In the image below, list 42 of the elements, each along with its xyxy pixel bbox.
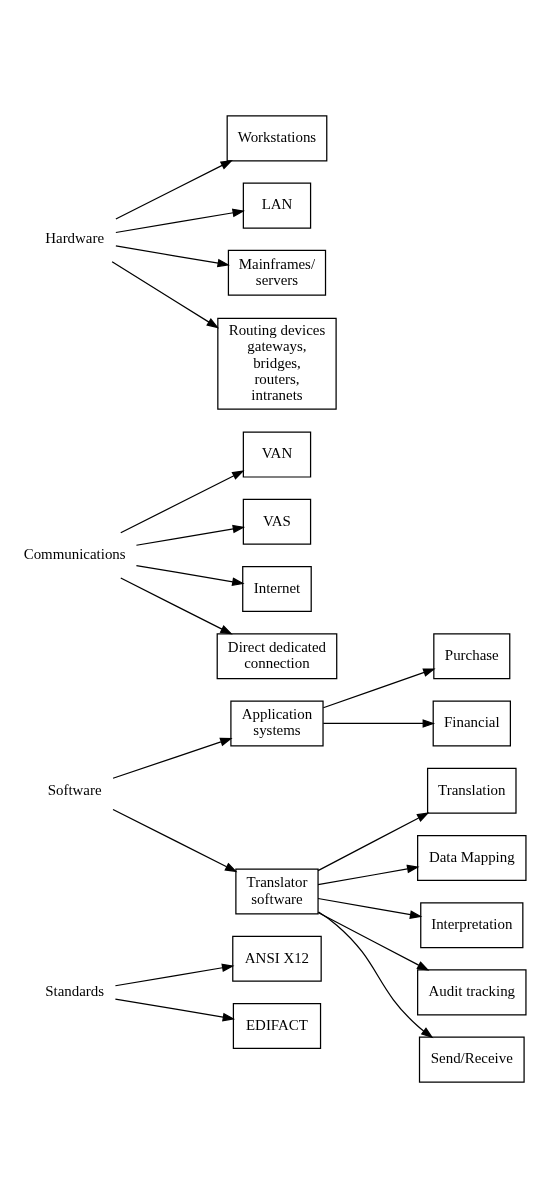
node-box: EDIFACT xyxy=(232,1002,322,1049)
arrow xyxy=(120,469,245,533)
arrow xyxy=(317,864,420,885)
node-text: Hardware xyxy=(45,229,105,246)
node-box: Audit tracking xyxy=(417,968,527,1015)
node-box: Data Mapping xyxy=(417,834,527,881)
node-box: Translator software xyxy=(235,868,319,915)
node-box: Send/Receive xyxy=(418,1036,525,1083)
node-box: Purchase xyxy=(433,632,511,679)
arrow xyxy=(322,718,436,728)
arrow xyxy=(120,576,233,635)
node-box: Interpretation xyxy=(420,901,524,948)
node-box: Financial xyxy=(432,699,511,746)
arrow xyxy=(114,997,236,1021)
arrow xyxy=(135,564,245,586)
node-box: Application systems xyxy=(230,699,324,746)
node-box: ANSI X12 xyxy=(232,935,322,982)
arrow xyxy=(322,668,436,708)
node-box: LAN xyxy=(242,182,312,229)
arrow xyxy=(317,811,430,871)
node-box: Internet xyxy=(242,565,312,612)
node-box: Mainframes/ servers xyxy=(227,249,327,296)
node-box: Routing devices gateways, bridges, routers, intranets xyxy=(217,317,337,410)
arrow xyxy=(115,159,233,220)
node-box: VAS xyxy=(242,498,312,545)
arrow xyxy=(115,208,245,233)
node-text: Software xyxy=(47,781,102,798)
arrow xyxy=(112,808,238,872)
arrow xyxy=(111,260,220,328)
arrow xyxy=(317,897,423,919)
node-text: Standards xyxy=(45,982,105,999)
arrow xyxy=(135,524,246,546)
node-box: Direct dedicated connection xyxy=(216,632,338,679)
node-text: Communications xyxy=(23,545,126,562)
arrow xyxy=(115,244,230,267)
arrow xyxy=(317,911,430,971)
arrow xyxy=(317,910,434,1038)
arrow xyxy=(114,963,235,986)
node-box: VAN xyxy=(242,431,312,478)
arrow xyxy=(112,737,233,779)
node-box: Translation xyxy=(427,767,517,814)
node-box: Workstations xyxy=(226,114,328,161)
